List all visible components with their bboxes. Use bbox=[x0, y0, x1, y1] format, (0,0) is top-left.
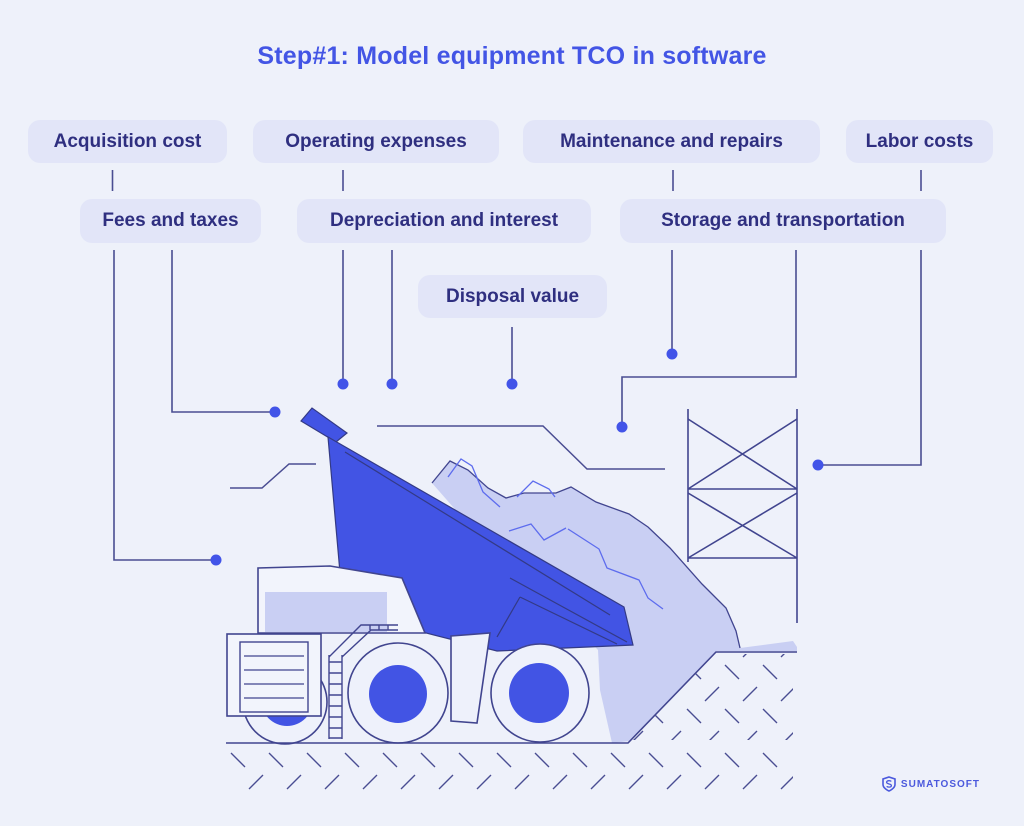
page-title: Step#1: Model equipment TCO in software bbox=[257, 42, 767, 70]
truck-ladder bbox=[328, 624, 398, 739]
logo-text: SUMATOSOFT bbox=[900, 778, 980, 790]
connector-dots bbox=[210, 348, 824, 566]
sumatosoft-logo: SUMATOSOFT bbox=[882, 776, 980, 792]
cost-label-operating-expenses: Operating expenses bbox=[253, 120, 499, 163]
cab-window bbox=[265, 592, 387, 632]
ground-hatching-icon bbox=[226, 654, 793, 791]
cost-label-acquisition-cost: Acquisition cost bbox=[28, 120, 227, 163]
terrain-zigzag-lines bbox=[230, 425, 665, 489]
cost-label-fees-and-taxes: Fees and taxes bbox=[80, 199, 261, 243]
pile-zigzag-detail bbox=[447, 458, 664, 610]
cost-label-labor-costs: Labor costs bbox=[846, 120, 993, 163]
cost-label-storage-and-transportation: Storage and transportation bbox=[620, 199, 946, 243]
shield-s-icon bbox=[882, 776, 896, 792]
dump-truck-icon bbox=[226, 407, 634, 745]
connector-dot-icon bbox=[666, 348, 678, 360]
connector-dot-icon bbox=[210, 554, 222, 566]
cost-label-maintenance-and-repairs: Maintenance and repairs bbox=[523, 120, 820, 163]
ground-line bbox=[226, 651, 797, 744]
connector-dot-icon bbox=[386, 378, 398, 390]
cost-label-depreciation-and-interest: Depreciation and interest bbox=[297, 199, 591, 243]
scaffolding-icon bbox=[687, 409, 798, 623]
connector-dot-icon bbox=[337, 378, 349, 390]
connector-dot-icon bbox=[812, 459, 824, 471]
connector-dot-icon bbox=[616, 421, 628, 433]
connector-lines bbox=[111, 170, 922, 561]
connector-dot-icon bbox=[269, 406, 281, 418]
connector-dot-icon bbox=[506, 378, 518, 390]
cost-label-disposal-value: Disposal value bbox=[418, 275, 607, 318]
